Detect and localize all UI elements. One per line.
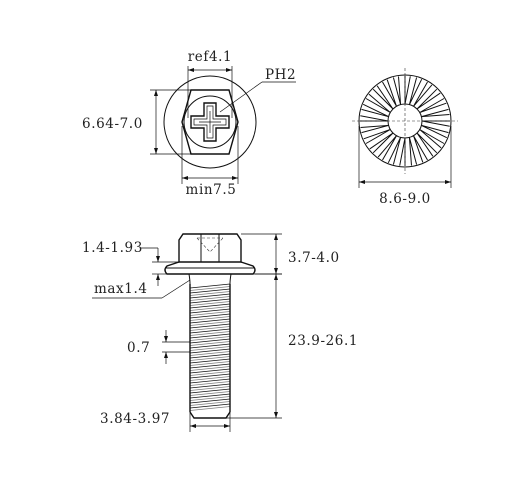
thread-crest [189, 283, 231, 289]
recess-hidden-lines [196, 237, 224, 253]
thread-root [189, 326, 231, 331]
thread-crest [189, 303, 231, 309]
thread-crest [189, 333, 231, 339]
serration-tooth [360, 115, 389, 122]
thread-crest [189, 293, 231, 299]
thread-root [189, 396, 231, 401]
thread-crest [189, 323, 231, 329]
thread-root [189, 351, 231, 356]
thread-root [189, 361, 231, 366]
thread-pitch-label: 0.7 [127, 340, 150, 356]
serration-tooth [382, 79, 397, 107]
thread-lines [189, 283, 231, 411]
flange-thickness-label: 1.4-1.93 [82, 240, 143, 256]
thread-root [189, 316, 231, 321]
serration-tooth [408, 77, 423, 105]
serration-tooth [365, 93, 391, 113]
serration-tooth [421, 120, 450, 127]
thread-root [189, 381, 231, 386]
serration-tooth [372, 85, 394, 110]
thread-root [189, 346, 231, 351]
thread-crest [189, 368, 231, 374]
phillips-recess-inner [193, 105, 227, 139]
across-corners-label: min7.5 [186, 182, 237, 198]
serration-tooth [413, 81, 433, 107]
thread-root [189, 341, 231, 346]
thread-crest [189, 308, 231, 314]
head-width-label: ref4.1 [188, 49, 233, 65]
thread-root [189, 356, 231, 361]
serration-tooth [363, 129, 391, 144]
thread-crest [189, 398, 231, 404]
side-view: 1.4-1.93 3.7-4.0 max1.4 0.7 23.9-26.1 [82, 233, 358, 432]
thread-crest [189, 403, 231, 409]
thread-crest [189, 388, 231, 394]
thread-crest [189, 373, 231, 379]
thread-root [189, 366, 231, 371]
drive-type-label: PH2 [265, 67, 296, 83]
thread-root [189, 291, 231, 296]
washer-face-circle [183, 95, 237, 149]
thread-crest [189, 393, 231, 399]
thread-root [189, 401, 231, 406]
thread-crest [189, 353, 231, 359]
thread-crest [189, 378, 231, 384]
thread-root [189, 286, 231, 291]
thread-crest [189, 348, 231, 354]
serration-tooth [413, 135, 428, 163]
thread-root [189, 391, 231, 396]
thread-crest [189, 328, 231, 334]
top-view: ref4.1 PH2 6.64-7.0 min7.5 [82, 49, 296, 198]
serration-tooth [399, 137, 406, 166]
length-label: 23.9-26.1 [288, 333, 358, 349]
serration-tooth [416, 88, 441, 110]
thread-root [189, 376, 231, 381]
serration-tooth [419, 98, 447, 113]
screw-tip [189, 411, 231, 419]
thread-root [189, 406, 231, 411]
serration-tooth [369, 132, 394, 154]
serration-tooth [387, 137, 402, 165]
thread-crest [189, 288, 231, 294]
serration-tooth [408, 137, 418, 166]
thread-crest [189, 318, 231, 324]
serration-tooth [416, 132, 438, 157]
serration-tooth [361, 103, 389, 118]
across-flats-label: 6.64-7.0 [82, 116, 143, 132]
thread-root [189, 301, 231, 306]
serration-tooth [404, 76, 411, 105]
head-height-label: 3.7-4.0 [288, 250, 340, 266]
serration-tooth [392, 76, 402, 105]
serration-tooth [377, 135, 397, 161]
thread-crest [189, 383, 231, 389]
thread-crest [189, 363, 231, 369]
bottom-view: 8.6-9.0 [352, 68, 458, 207]
thread-root [189, 321, 231, 326]
thread-crest [189, 358, 231, 364]
thread-root [189, 296, 231, 301]
thread-crest [189, 343, 231, 349]
serration-tooth [360, 124, 389, 134]
thread-root [189, 336, 231, 341]
phillips-recess [190, 102, 230, 142]
serration-tooth [421, 108, 450, 118]
thread-crest [189, 338, 231, 344]
underhead-radius-label: max1.4 [94, 281, 148, 297]
thread-root [189, 371, 231, 376]
thread-root [189, 386, 231, 391]
flange-diameter-label: 8.6-9.0 [379, 191, 431, 207]
flange-circle [163, 75, 257, 169]
serration-tooth [419, 129, 445, 149]
thread-crest [189, 298, 231, 304]
thread-diameter-label: 3.84-3.97 [100, 411, 170, 427]
thread-root [189, 306, 231, 311]
thread-crest [189, 313, 231, 319]
thread-root [189, 311, 231, 316]
serration-tooth [421, 124, 449, 139]
thread-root [189, 331, 231, 336]
